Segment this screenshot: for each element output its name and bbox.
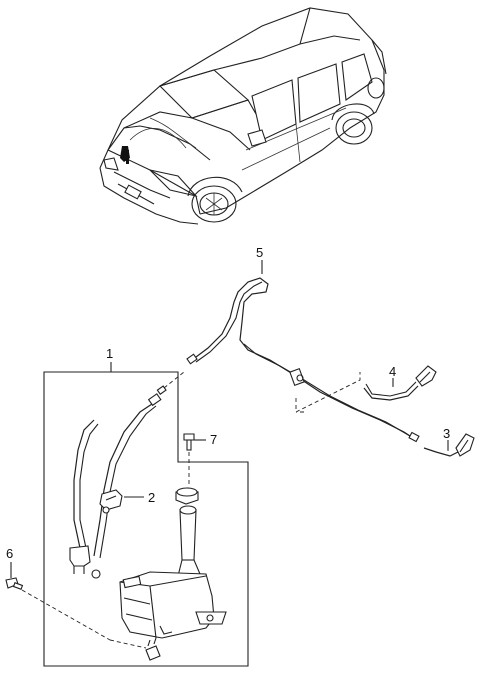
washer-pump-2: 2 bbox=[99, 489, 155, 514]
callout-2-label: 2 bbox=[148, 490, 155, 505]
washer-nozzle-3: 3 bbox=[423, 426, 475, 457]
hose-junction-dashed-box bbox=[295, 372, 361, 413]
callout-5-label: 5 bbox=[256, 245, 263, 260]
vehicle-illustration-icon bbox=[99, 7, 387, 225]
assembly-outline bbox=[43, 371, 249, 667]
grommet-icon bbox=[145, 637, 161, 661]
callout-4-label: 4 bbox=[389, 364, 396, 379]
washer-hose-5: 5 bbox=[186, 245, 420, 443]
callout-1-label: 1 bbox=[106, 346, 113, 361]
callout-7-label: 7 bbox=[210, 432, 217, 447]
callout-3-label: 3 bbox=[443, 426, 450, 441]
bolt-icon bbox=[183, 433, 195, 441]
bolt-6: 6 bbox=[5, 546, 111, 641]
callout-6-label: 6 bbox=[6, 546, 13, 561]
hose-connector-icon bbox=[69, 545, 91, 567]
washer-reservoir-icon bbox=[119, 487, 227, 639]
washer-pump-icon bbox=[99, 489, 123, 511]
bolt-7: 7 bbox=[183, 432, 217, 486]
dashed-leader bbox=[109, 639, 147, 649]
washer-nozzle-4: 4 bbox=[363, 364, 437, 401]
reservoir-assembly-1: 1 bbox=[43, 346, 249, 667]
